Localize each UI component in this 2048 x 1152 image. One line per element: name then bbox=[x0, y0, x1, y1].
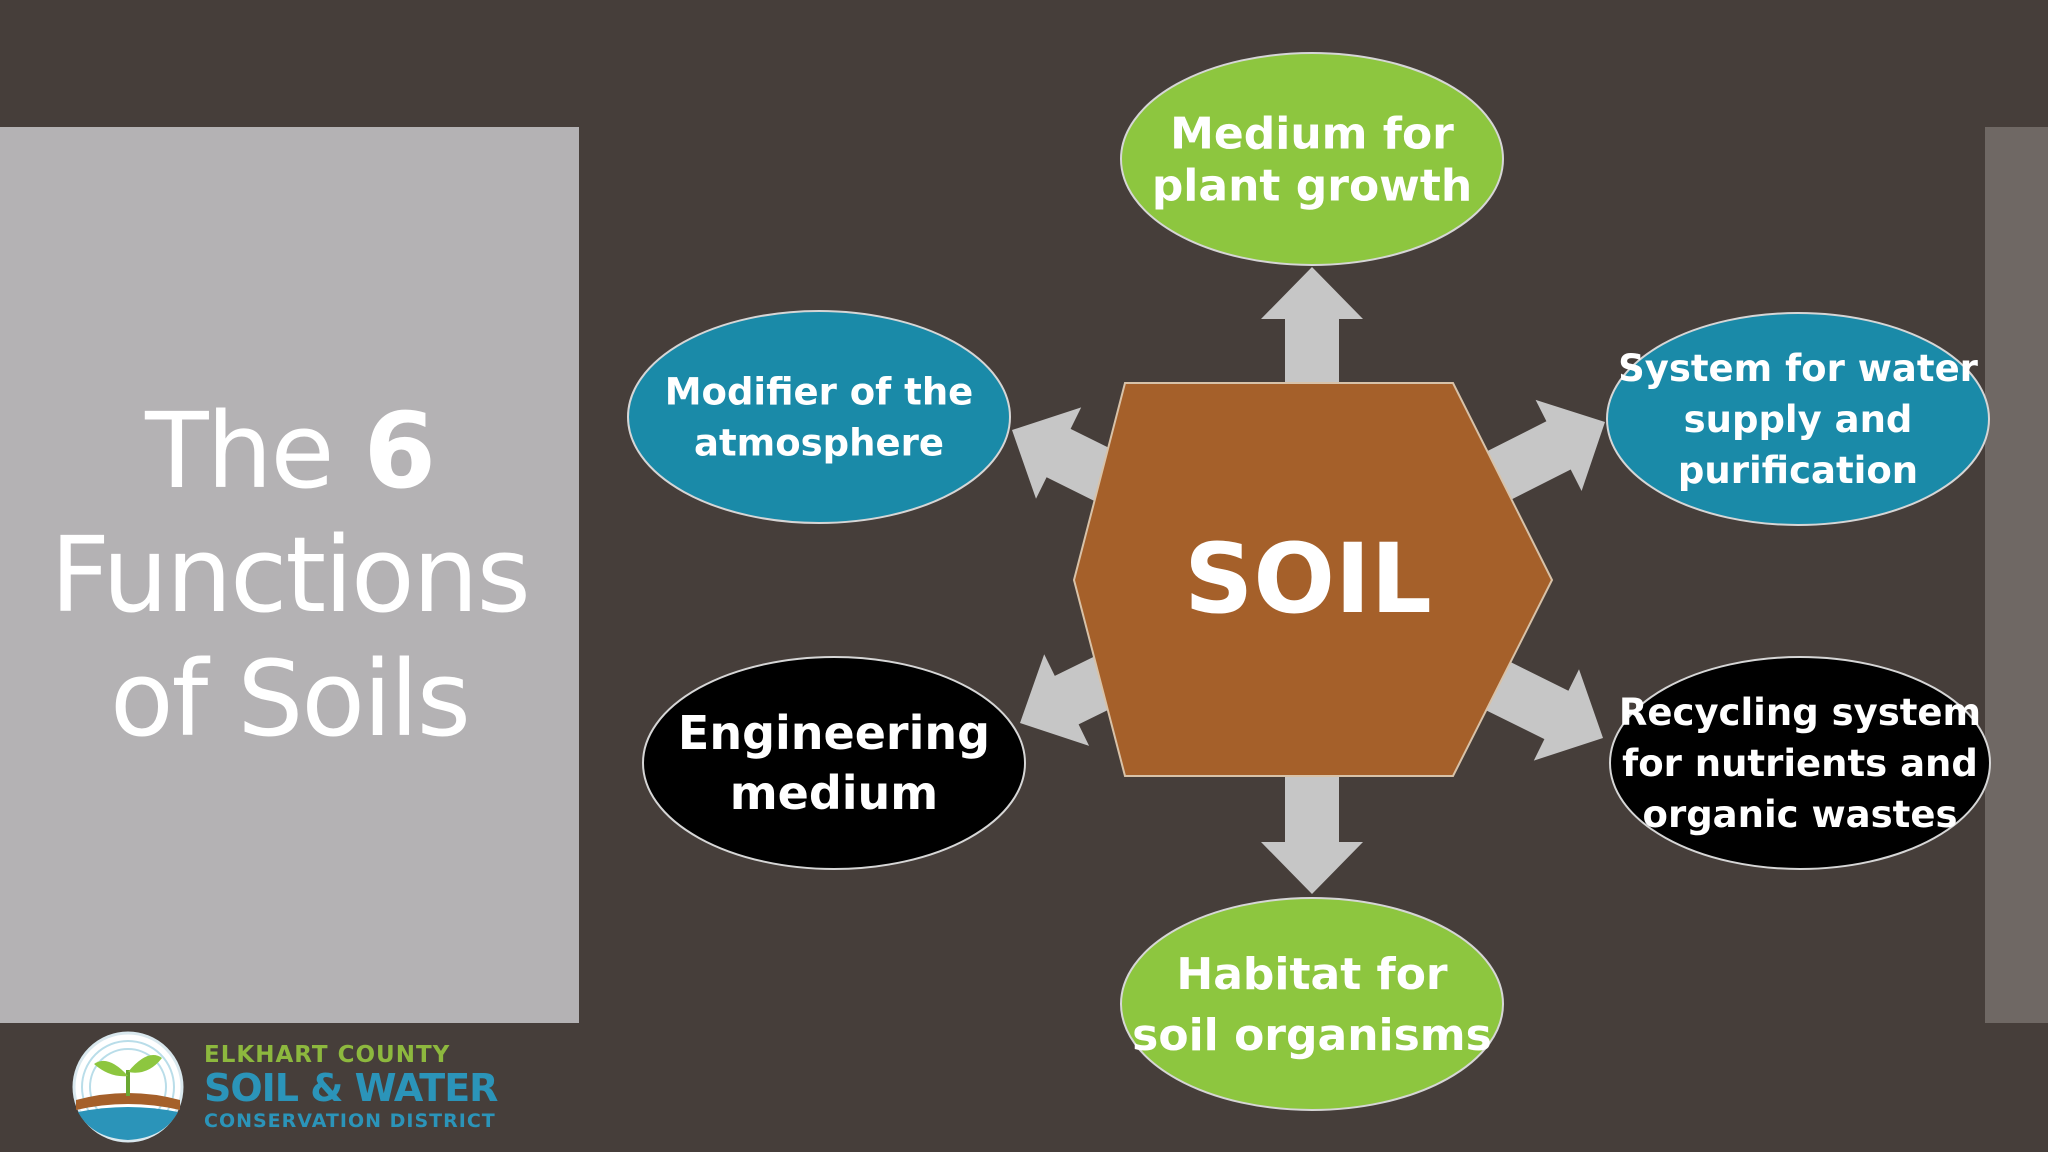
node-label-habitat-line-2: soil organisms bbox=[1132, 1010, 1492, 1061]
logo-county: ELKHART COUNTY bbox=[204, 1042, 451, 1068]
logo-name: SOIL & WATER bbox=[204, 1066, 498, 1110]
node-label-water-line-1: System for water bbox=[1618, 347, 1979, 390]
soil-label: SOIL bbox=[1184, 523, 1432, 635]
arrow-to-water bbox=[1485, 399, 1605, 501]
function-node-water: System for water supply and purification bbox=[1606, 312, 1990, 526]
node-ellipse-habitat bbox=[1120, 897, 1504, 1111]
node-label-engineering-line-1: Engineering bbox=[678, 706, 990, 760]
title-line-2: Functions bbox=[50, 514, 531, 636]
node-ellipse-engineering bbox=[642, 656, 1026, 870]
node-ellipse-plant bbox=[1120, 52, 1504, 266]
function-node-atmosphere: Modifier of the atmosphere bbox=[627, 310, 1011, 524]
arrow-to-habitat bbox=[1261, 776, 1363, 894]
soil-hexagon bbox=[1072, 382, 1554, 777]
logo-district: CONSERVATION DISTRICT bbox=[204, 1110, 496, 1132]
node-label-plant-line-1: Medium for bbox=[1170, 108, 1454, 159]
node-ellipse-recycling bbox=[1609, 656, 1991, 870]
node-ellipse-atmosphere bbox=[627, 310, 1011, 524]
node-label-recycling-line-1: Recycling system bbox=[1619, 691, 1981, 734]
node-label-water-line-3: purification bbox=[1678, 449, 1918, 492]
node-label-habitat-line-1: Habitat for bbox=[1176, 949, 1448, 1000]
node-label-atmosphere-line-1: Modifier of the bbox=[665, 370, 974, 413]
district-logo: ELKHART COUNTY SOIL & WATER CONSERVATION… bbox=[64, 1030, 524, 1145]
logo-emblem-icon bbox=[72, 1031, 184, 1143]
arrow-to-plant bbox=[1261, 267, 1363, 383]
arrow-to-recycling bbox=[1486, 661, 1603, 761]
title-line-3: of Soils bbox=[110, 638, 471, 760]
right-edge-panel bbox=[1985, 127, 2048, 1023]
function-node-recycling: Recycling system for nutrients and organic… bbox=[1609, 656, 1991, 870]
node-label-atmosphere-line-2: atmosphere bbox=[694, 421, 944, 464]
title-prefix: The bbox=[145, 390, 334, 512]
node-ellipse-water bbox=[1606, 312, 1990, 526]
title-number: 6 bbox=[363, 390, 436, 512]
function-node-habitat: Habitat for soil organisms bbox=[1120, 897, 1504, 1111]
slide-title: The 6 Functions of Soils bbox=[0, 127, 579, 1023]
function-node-engineering: Engineering medium bbox=[642, 656, 1026, 870]
node-label-water-line-2: supply and bbox=[1684, 398, 1913, 441]
title-panel: The 6 Functions of Soils bbox=[0, 127, 579, 1023]
title-line-1: The 6 bbox=[145, 389, 436, 513]
node-label-recycling-line-2: for nutrients and bbox=[1622, 742, 1978, 785]
node-label-recycling-line-3: organic wastes bbox=[1643, 793, 1958, 836]
node-label-engineering-line-2: medium bbox=[730, 766, 939, 820]
node-label-plant-line-2: plant growth bbox=[1152, 160, 1472, 211]
